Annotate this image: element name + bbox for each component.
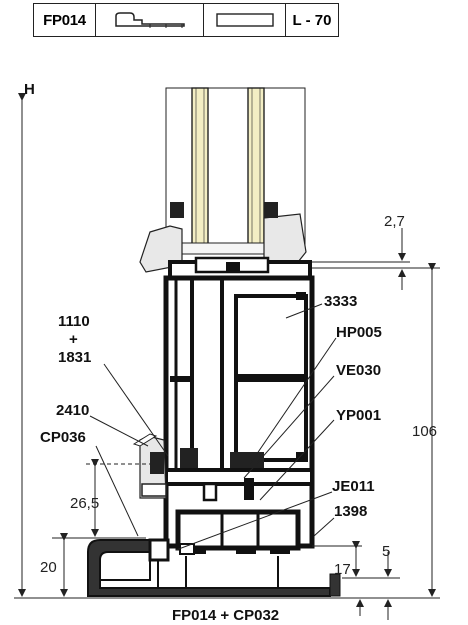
label-1110: 1110 [58,313,90,330]
label-3333: 3333 [324,293,357,310]
dim-2-7: 2,7 [384,213,405,230]
profile-header-table: FP014 L - 70 [33,3,339,37]
glazing-beads [139,202,307,273]
label-1398: 1398 [334,503,367,520]
label-je011: JE011 [332,478,375,495]
height-label: H [24,81,35,98]
footer-label: FP014 + CP032 [172,607,279,624]
frame-profile [163,275,315,549]
sill-profile-fp014 [87,538,341,597]
label-hp005: HP005 [336,324,382,341]
dimension-lines [14,93,440,620]
frame-base [175,509,301,555]
label-ve030: VE030 [336,362,381,379]
label-cp036: CP036 [40,429,86,446]
cover-profile-cp036 [132,433,167,499]
series-label: L - 70 [292,11,332,29]
label-yp001: YP001 [336,407,381,424]
dim-5: 5 [382,543,390,560]
dim-106: 106 [412,423,437,440]
label-plus: + [69,331,78,348]
dim-26-5: 26,5 [70,495,99,512]
profile-code: FP014 [34,4,96,36]
leader-lines [89,303,337,551]
dim-17: 17 [334,561,351,578]
rectangle-section-icon [204,4,286,36]
dim-20: 20 [40,559,57,576]
glazing-unit [165,87,306,255]
label-2410: 2410 [56,402,89,419]
sill-profile-icon [96,4,204,36]
label-1831: 1831 [58,349,91,366]
